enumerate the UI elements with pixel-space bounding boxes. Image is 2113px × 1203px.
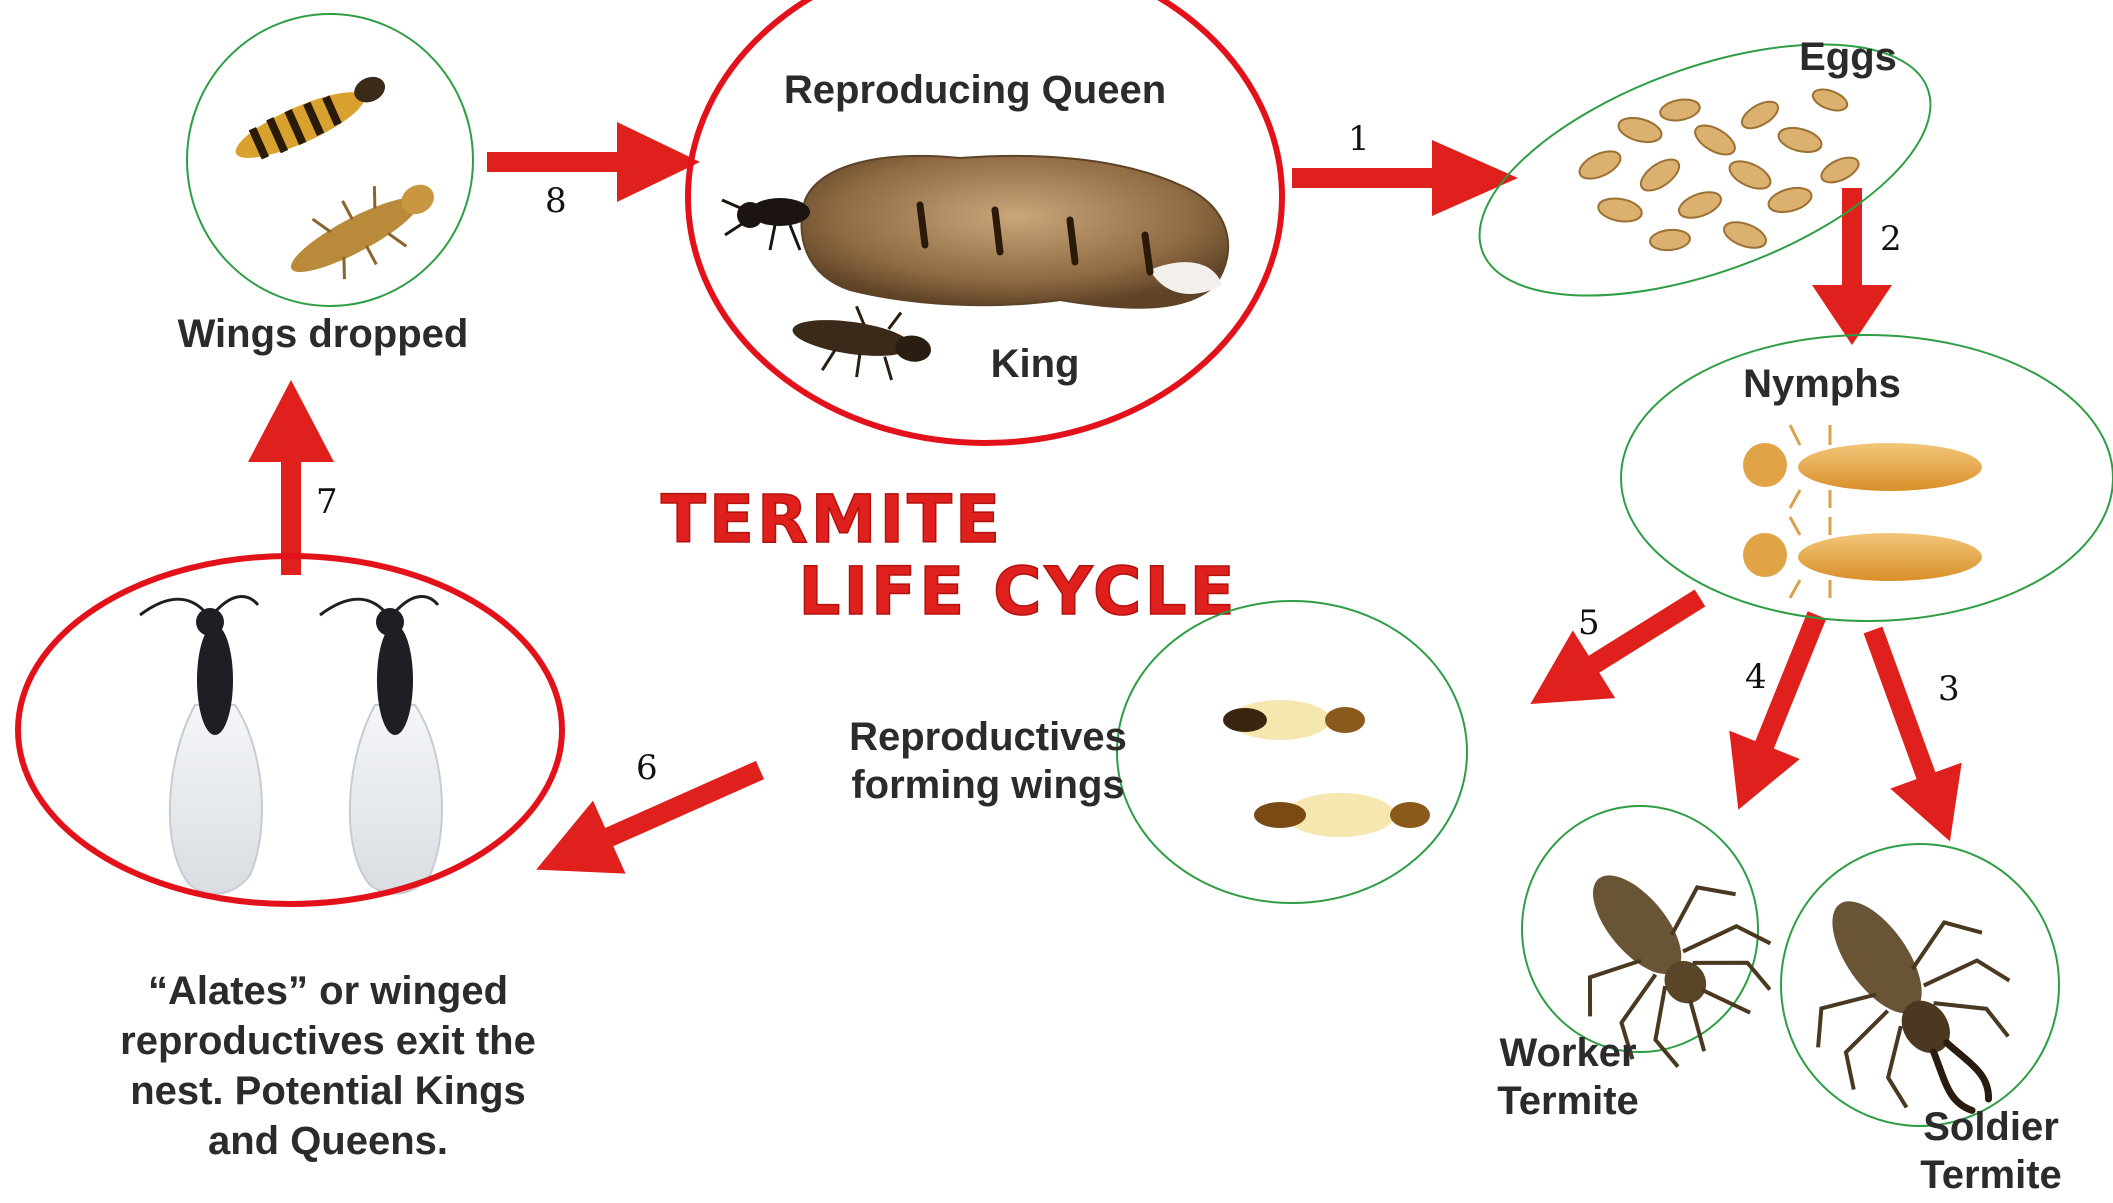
soldier-label-line-2: Termite	[1920, 1153, 2062, 1197]
arrow-5	[1509, 564, 1721, 738]
step-number-5: 5	[1578, 603, 1600, 643]
reproductives-ring	[1117, 601, 1467, 903]
step-number-1: 1	[1348, 119, 1370, 159]
alates-stage: “Alates” or winged reproductives exit th…	[18, 556, 562, 1163]
nymph-termite-icon	[1743, 425, 1982, 508]
winged-nymph-icon	[1223, 700, 1365, 740]
diagram-title: TERMITE LIFE CYCLE	[661, 481, 1238, 630]
nymphs-label: Nymphs	[1743, 362, 1901, 406]
reproductives-stage: Reproductives forming wings	[849, 601, 1467, 903]
step-number-2: 2	[1880, 219, 1902, 259]
king-label: King	[991, 342, 1080, 386]
wings-dropped-label: Wings dropped	[178, 312, 469, 356]
queen-label: Reproducing Queen	[784, 68, 1166, 112]
title-line-2: LIFE CYCLE	[798, 553, 1237, 630]
step-number-3: 3	[1938, 669, 1960, 709]
worker-label-line-1: Worker	[1499, 1031, 1636, 1075]
worker-termite-small-icon	[275, 161, 451, 300]
queen-termite-icon	[722, 156, 1228, 308]
step-number-8: 8	[545, 181, 567, 221]
nymphs-stage: Nymphs	[1621, 335, 2113, 621]
reproductives-label-line-2: forming wings	[851, 763, 1124, 807]
king-termite-icon	[787, 298, 935, 387]
alates-highlight-ring	[18, 556, 562, 904]
queen-king-stage: Reproducing Queen	[688, 0, 1282, 443]
alates-caption-line-1: “Alates” or winged	[148, 969, 508, 1013]
arrow-8	[487, 122, 700, 202]
alate-termite-icon	[140, 596, 262, 893]
nymph-termite-icon-2	[1743, 517, 1982, 598]
eggs-icon	[1575, 85, 1862, 252]
winged-nymph-icon-2	[1254, 793, 1430, 837]
alates-caption-line-3: nest. Potential Kings	[130, 1069, 526, 1113]
worker-label-line-2: Termite	[1497, 1079, 1639, 1123]
eggs-label: Eggs	[1799, 35, 1897, 79]
worker-stage: Worker Termite	[1497, 806, 1800, 1123]
soldier-label-line-1: Soldier	[1923, 1105, 2059, 1149]
arrow-1	[1292, 140, 1518, 216]
wings-dropped-stage: Wings dropped	[178, 14, 473, 356]
arrow-3	[1837, 617, 1985, 854]
step-number-4: 4	[1745, 657, 1767, 697]
alates-caption-line-4: and Queens.	[208, 1119, 448, 1163]
alates-caption-line-2: reproductives exit the	[120, 1019, 536, 1063]
step-number-6: 6	[636, 748, 658, 788]
step-number-7: 7	[316, 482, 338, 522]
arrow-2	[1812, 188, 1892, 345]
dealate-termite-icon	[229, 70, 393, 170]
title-line-1: TERMITE	[661, 481, 1003, 558]
arrow-7	[248, 380, 334, 575]
alate-termite-icon-2	[320, 596, 442, 893]
reproductives-label-line-1: Reproductives	[849, 715, 1127, 759]
arrow-4	[1703, 601, 1852, 824]
soldier-stage: Soldier Termite	[1758, 844, 2062, 1197]
